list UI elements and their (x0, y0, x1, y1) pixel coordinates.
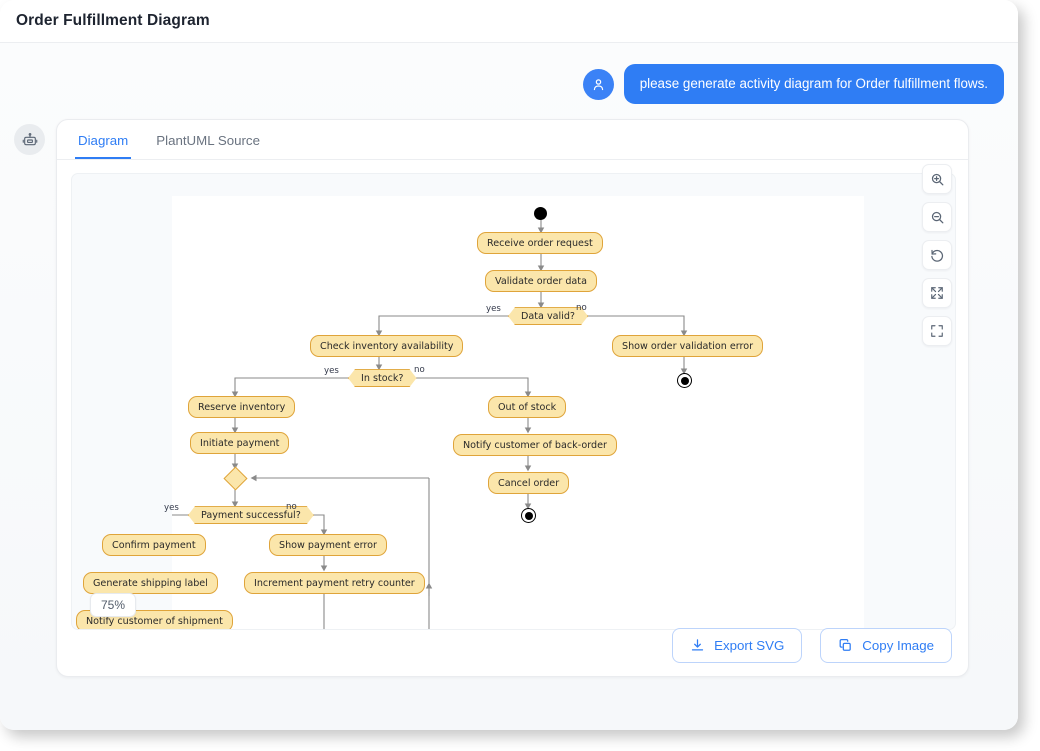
node-show-order-validation-error[interactable]: Show order validation error (612, 335, 764, 358)
fit-screen-icon (931, 287, 943, 299)
diagram-viewport[interactable]: Receive order request Validate order dat… (71, 173, 956, 631)
node-initiate-payment[interactable]: Initiate payment (190, 432, 290, 455)
node-show-payment-error[interactable]: Show payment error (269, 534, 387, 557)
tab-bar: Diagram PlantUML Source (57, 120, 968, 161)
page-title: Order Fulfillment Diagram (16, 12, 210, 29)
decision-in-stock[interactable]: In stock? (348, 369, 417, 387)
card-actions: Export SVG Copy Image (672, 628, 952, 664)
node-validate-order-data[interactable]: Validate order data (485, 270, 597, 293)
node-cancel-order[interactable]: Cancel order (488, 472, 570, 495)
chat-body: please generate activity diagram for Ord… (0, 43, 1018, 730)
diagram-toolbar (922, 164, 952, 347)
tab-plantuml-source[interactable]: PlantUML Source (153, 133, 263, 159)
node-out-of-stock[interactable]: Out of stock (488, 396, 567, 419)
edge-label-no: no (414, 365, 425, 376)
zoom-level-badge: 75% (90, 593, 137, 618)
tab-diagram[interactable]: Diagram (75, 133, 132, 160)
export-svg-button[interactable]: Export SVG (672, 628, 803, 664)
edge-label-yes: yes (164, 503, 179, 514)
edge-label-yes: yes (324, 366, 339, 377)
flow-connectors (172, 220, 688, 630)
assistant-message-row: Diagram PlantUML Source (0, 104, 1018, 678)
end-node (677, 373, 692, 389)
decision-payment-successful[interactable]: Payment successful? (188, 506, 314, 524)
avatar (582, 69, 614, 100)
zoom-in-button[interactable] (922, 164, 952, 195)
edge-label-no: no (286, 502, 297, 513)
node-receive-order-request[interactable]: Receive order request (477, 232, 603, 255)
zoom-out-icon (931, 211, 943, 224)
node-reserve-inventory[interactable]: Reserve inventory (188, 396, 296, 419)
node-increment-payment-retry-counter[interactable]: Increment payment retry counter (244, 572, 425, 595)
edge-label-yes: yes (486, 304, 501, 315)
diagram-card: Diagram PlantUML Source (56, 119, 969, 678)
copy-image-label: Copy Image (862, 638, 934, 654)
edge-label-no: no (576, 303, 587, 314)
start-node (534, 207, 547, 221)
robot-icon (22, 132, 37, 145)
reset-icon (930, 249, 943, 262)
copy-icon (839, 639, 852, 651)
node-generate-shipping-label[interactable]: Generate shipping label (83, 572, 218, 595)
node-confirm-payment[interactable]: Confirm payment (102, 534, 206, 557)
fit-screen-button[interactable] (922, 278, 952, 309)
diagram-canvas[interactable]: Receive order request Validate order dat… (76, 196, 864, 630)
zoom-in-icon (931, 173, 943, 186)
end-node (521, 508, 536, 524)
avatar (14, 124, 45, 156)
user-icon (593, 79, 603, 91)
decision-data-valid[interactable]: Data valid? (508, 307, 588, 325)
reset-button[interactable] (922, 240, 952, 271)
node-check-inventory-availability[interactable]: Check inventory availability (310, 335, 464, 358)
app-window: Order Fulfillment Diagram please generat… (0, 0, 1018, 730)
fullscreen-button[interactable] (922, 316, 952, 347)
export-svg-label: Export SVG (714, 638, 785, 654)
download-icon (691, 639, 704, 651)
fullscreen-icon (931, 325, 943, 337)
zoom-out-button[interactable] (922, 202, 952, 233)
user-message-row: please generate activity diagram for Ord… (0, 43, 1018, 105)
copy-image-button[interactable]: Copy Image (820, 628, 952, 664)
user-message-bubble: please generate activity diagram for Ord… (623, 64, 1004, 105)
node-notify-customer-back-order[interactable]: Notify customer of back-order (453, 434, 617, 457)
title-bar: Order Fulfillment Diagram (0, 0, 1018, 43)
